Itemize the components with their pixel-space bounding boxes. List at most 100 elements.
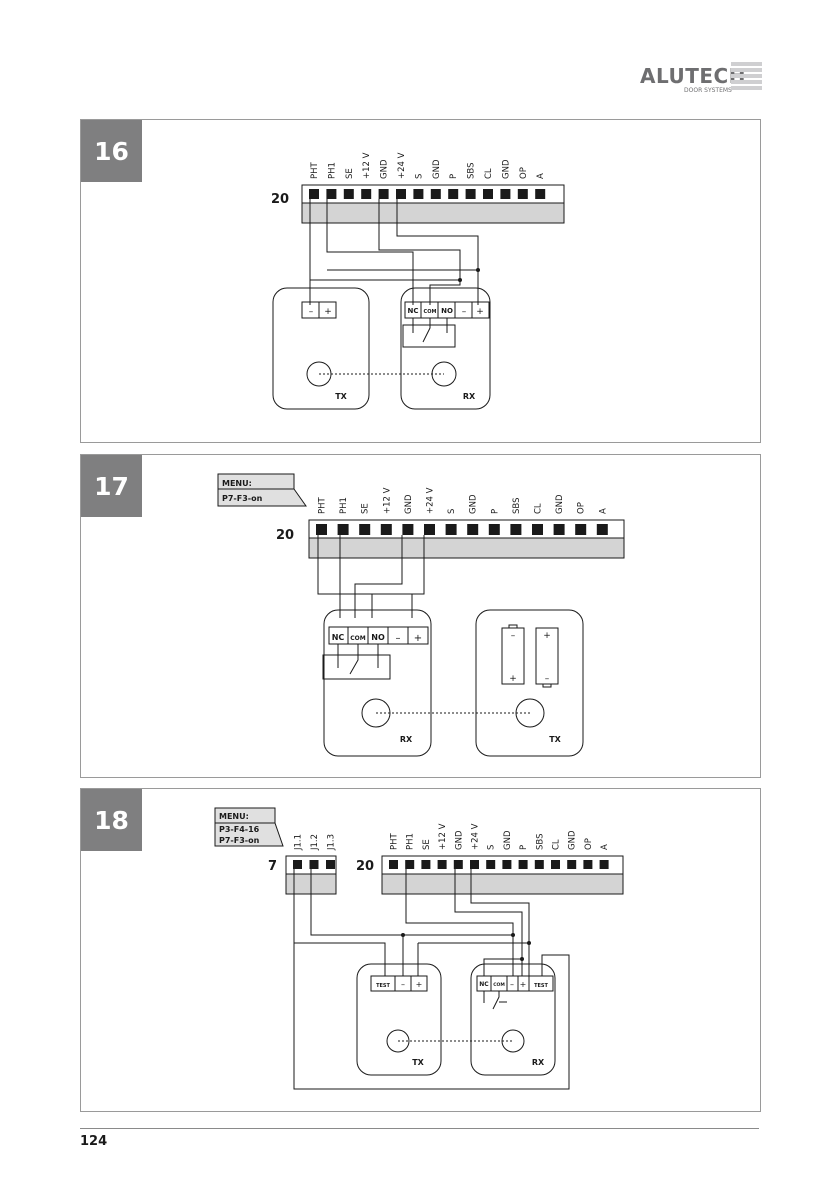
terminal-label: +24 V [471,823,481,850]
wire-24v [470,866,530,976]
rx-terminal-label: NC [479,981,489,988]
terminal-screw [502,860,512,869]
terminal-label: SBS [535,834,545,850]
menu-title: MENU: [222,479,252,488]
terminal-screw [293,860,302,869]
terminal-strip-base [308,537,625,559]
terminal-block-number: 20 [271,192,289,207]
terminal-label: SE [422,839,432,850]
terminal-screw [551,860,560,869]
terminal-screw [465,189,476,199]
terminal-label: GND [555,494,565,514]
relay-box [402,324,456,348]
terminal-screw [309,189,319,199]
brand-name: ALUTECH [640,64,746,88]
diagram-number: 16 [81,120,142,182]
terminal-label: S [487,845,497,850]
terminal-label: S [414,174,424,179]
menu-box: MENU: P7-F3-on [217,473,307,507]
terminal-label: GND [568,830,578,850]
terminal-label: S [447,509,457,514]
relay-box [322,654,391,680]
terminal-screw [361,189,372,199]
terminal-screw [378,189,389,199]
wire-ph1 [326,199,414,305]
relay-contact [483,991,507,1010]
menu-title: MENU: [219,812,249,821]
terminal-screw [517,189,528,199]
terminal-label: PHT [390,832,400,850]
page-number: 124 [80,1134,108,1149]
terminal-label: PHT [310,161,320,179]
terminal-screw [424,524,435,535]
terminal-screw [430,189,441,199]
relay-contact [412,318,448,343]
wire-j1-2 [310,866,513,936]
terminal-label: +24 V [397,152,407,179]
battery-sign: + [509,674,517,684]
rx-terminal-label: NC [408,307,419,315]
terminal-label: A [598,508,608,514]
terminal-label: PH1 [339,497,349,514]
terminal-screw [359,524,371,535]
terminal-screw [405,860,415,869]
terminal-screw [326,860,335,869]
rx-terminal-label: NC [332,633,345,642]
terminal-block-number: 20 [356,859,374,874]
tx-terminal-label: + [416,980,423,989]
rx-terminal-label: + [520,980,527,989]
terminal-screw [500,189,511,199]
menu-box: MENU: P3-F4-16 P7-F3-on [214,807,284,847]
terminal-label: SBS [467,163,477,179]
terminal-screw [337,524,349,535]
rx-housing [470,963,556,1076]
terminal-screw [380,524,392,535]
terminal-screw [599,860,609,869]
terminal-screw [535,189,546,199]
terminal-screw [534,860,544,869]
wire-j1-1 [293,866,570,1090]
tx-terminal-strip [370,975,428,992]
terminal-strip-base [381,873,624,895]
tx-label: TX [549,735,561,744]
tx-housing [475,609,584,757]
terminal-label: +12 V [438,823,448,850]
terminal-screw [553,524,565,535]
rx-label: RX [463,392,476,401]
wire-ph1 [405,866,514,976]
terminal-label: OP [577,502,587,514]
terminal-screw [343,189,354,199]
terminal-label: P [519,845,529,850]
tx-label: TX [335,392,347,401]
terminal-label: CL [484,168,494,179]
terminal-label: GND [501,159,511,179]
rx-label: RX [400,735,413,744]
terminal-label: GND [469,494,479,514]
terminal-label: PHT [318,496,328,514]
rx-terminal-label: NO [441,307,453,315]
terminal-strip-base [301,202,565,224]
alutech-logo: ALUTECH DOOR SYSTEMS [640,60,765,98]
terminal-screw [596,524,608,535]
rx-terminal-label: – [396,633,401,644]
terminal-label: OP [584,838,594,850]
terminal-screw [510,524,522,535]
j1-block-number: 7 [268,859,277,874]
relay-contact [337,644,379,675]
rx-terminal-strip [476,975,554,992]
terminal-screw [486,860,496,869]
terminal-label: SBS [512,498,522,514]
rx-terminal-label: COM [493,982,505,988]
footer-divider [80,1128,759,1129]
terminal-label: SE [361,503,371,514]
rx-terminal-label: – [462,307,467,317]
menu-item: P3-F4-16 [219,825,260,834]
tx-terminal-label: – [401,980,405,989]
terminal-label: GND [404,494,414,514]
rx-terminal-label: NO [371,633,385,642]
tx-lens-icon [386,1029,410,1053]
